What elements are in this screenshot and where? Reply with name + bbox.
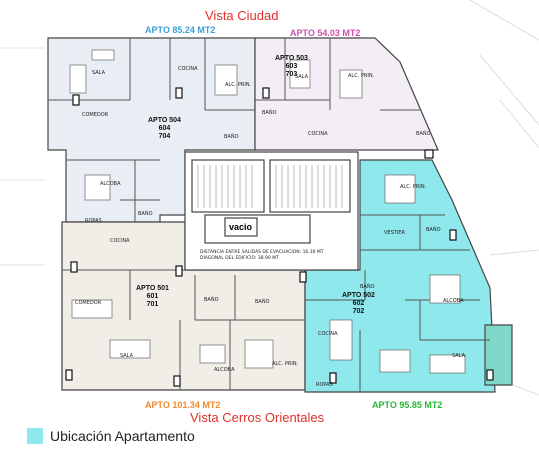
- apto-503-line-3: 703: [285, 71, 298, 78]
- room-sala-504: SALA: [92, 70, 106, 76]
- area-label-503: APTO 54.03 MT2: [290, 28, 361, 38]
- room-alcoba-502: ALCOBA: [443, 298, 464, 304]
- apto-504-line-3: 704: [158, 133, 171, 140]
- apto-502-line-1: APTO 502: [342, 292, 375, 299]
- vacio-label: vacio: [229, 222, 253, 232]
- room-ropas-502: ROPAS: [316, 382, 333, 388]
- legend-label: Ubicación Apartamento: [50, 428, 195, 444]
- room-alc-prin-502: ALC. PRIN.: [400, 184, 427, 190]
- area-label-501: APTO 101.34 MT2: [145, 400, 221, 410]
- room-alcoba-501: ALCOBA: [214, 367, 235, 373]
- room-alc-prin-504: ALC. PRIN.: [225, 82, 252, 88]
- view-city-label: Vista Ciudad: [205, 8, 279, 23]
- room-bano-504: BAÑO: [224, 134, 239, 140]
- apto-501-label: APTO 501 601 701: [136, 285, 169, 309]
- legend-swatch: [27, 428, 43, 444]
- apto-504-label: APTO 504 604 704: [148, 117, 181, 141]
- apto-502-label: APTO 502 602 702: [342, 292, 375, 316]
- area-label-504: APTO 85.24 MT2: [145, 25, 216, 35]
- evacuation-note-line-1: DISTANCIA ENTRE SALIDAS DE EVACUACION: 1…: [200, 250, 324, 255]
- room-vestier-502: VESTIER: [384, 230, 405, 236]
- room-bano-504b: BAÑO: [138, 211, 153, 217]
- room-bano-501b: BAÑO: [255, 299, 270, 305]
- room-cocina-504: COCINA: [178, 66, 198, 72]
- apto-503-label: APTO 503 603 703: [275, 55, 308, 79]
- view-hills-label: Vista Cerros Orientales: [190, 410, 325, 425]
- room-bano-503: BAÑO: [262, 110, 277, 116]
- room-bano-502: BAÑO: [426, 227, 441, 233]
- apto-501-line-2: 601: [146, 293, 159, 300]
- stair-lines: [197, 165, 343, 208]
- room-alc-prin-501: ALC. PRIN.: [272, 361, 299, 367]
- evacuation-note-line-2: DIAGONAL DEL EDIFICIO: 38.90 MT: [200, 256, 279, 261]
- context-lines: [0, 0, 539, 396]
- apto-503-line-2: 603: [285, 63, 298, 70]
- room-bano-502b: BAÑO: [360, 284, 375, 290]
- room-sala-503: SALA: [295, 74, 309, 80]
- central-core: [184, 151, 359, 271]
- furniture: [69, 49, 466, 374]
- room-bano-501: BAÑO: [204, 297, 219, 303]
- room-comedor-501: COMEDOR: [75, 300, 102, 306]
- room-comedor-504: COMEDOR: [82, 112, 109, 118]
- apto-501-line-3: 701: [146, 301, 159, 308]
- room-ropas-504: ROPAS: [85, 218, 102, 224]
- area-label-502: APTO 95.85 MT2: [372, 400, 443, 410]
- apto-502-line-3: 702: [352, 308, 365, 315]
- room-alcoba-504: ALCOBA: [100, 181, 121, 187]
- room-alc-prin-503: ALC. PRIN.: [348, 73, 375, 79]
- apto-503-line-1: APTO 503: [275, 55, 308, 62]
- apto-501-line-1: APTO 501: [136, 285, 169, 292]
- room-bano-503b: BAÑO: [416, 131, 431, 137]
- room-cocina-501: COCINA: [110, 238, 130, 244]
- columns: [65, 87, 494, 387]
- apto-502-line-2: 602: [352, 300, 365, 307]
- room-sala-502: SALA: [452, 353, 466, 359]
- room-cocina-503: COCINA: [308, 131, 328, 137]
- apto-504-line-2: 604: [158, 125, 171, 132]
- room-cocina-502: COCINA: [318, 331, 338, 337]
- apto-504-line-1: APTO 504: [148, 117, 181, 124]
- room-sala-501: SALA: [120, 353, 134, 359]
